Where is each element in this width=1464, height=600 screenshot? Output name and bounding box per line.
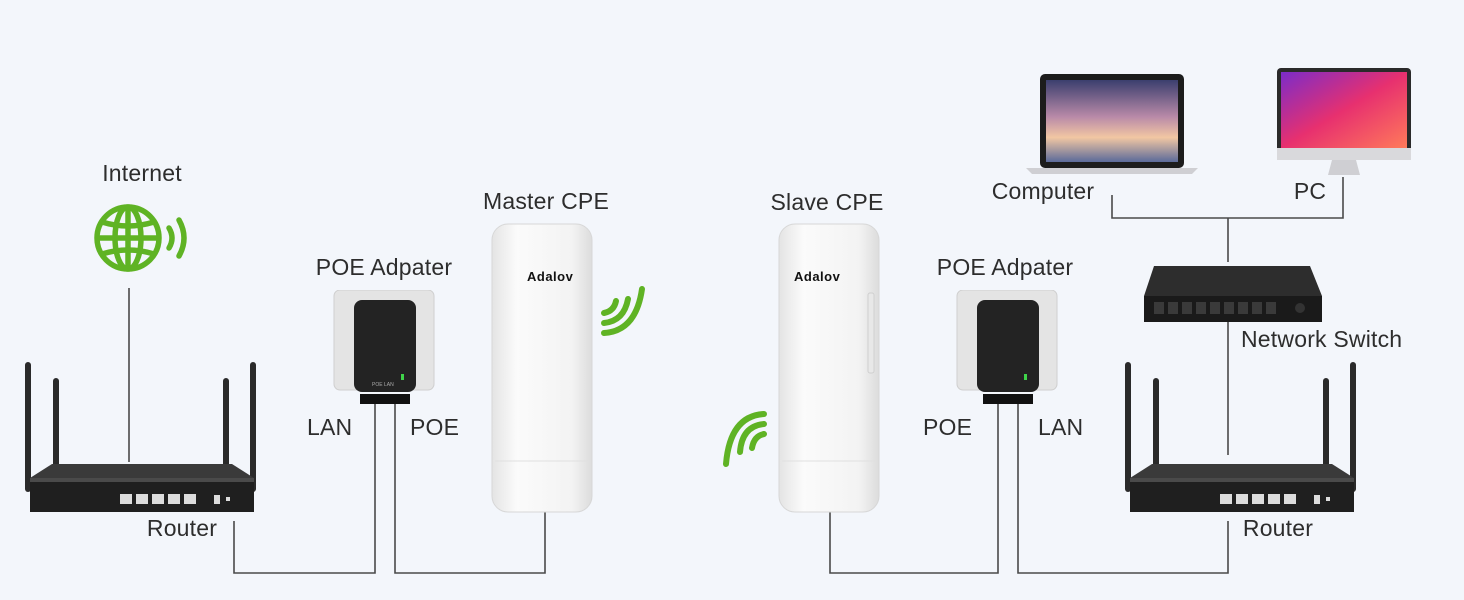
poe-adapter-left: POE LAN [332, 289, 436, 406]
network-switch [1140, 262, 1324, 326]
router-right-label: Router [1242, 515, 1314, 541]
poe-adapter-left-label: POE Adpater [315, 254, 453, 280]
router-right [1122, 360, 1362, 516]
globe-icon [94, 204, 187, 272]
network-switch-label: Network Switch [1241, 326, 1403, 352]
laptop-computer [1024, 72, 1200, 176]
desktop-pc [1276, 67, 1412, 177]
master-cpe-device: Adalov [491, 223, 593, 513]
lan-right-label: LAN [1038, 414, 1084, 440]
slave-cpe-device: Adalov [778, 223, 880, 513]
poe-adapter-right-label: POE Adpater [936, 254, 1074, 280]
svg-text:POE LAN: POE LAN [372, 382, 394, 388]
poe-left-label: POE [410, 414, 460, 440]
slave-cpe-label: Slave CPE [770, 189, 884, 215]
pc-label: PC [1293, 178, 1327, 204]
wifi-signal-icon [723, 411, 767, 467]
lan-left-label: LAN [307, 414, 353, 440]
master-cpe-label: Master CPE [483, 188, 609, 214]
wifi-signal-icon [601, 286, 645, 336]
internet-label: Internet [102, 160, 182, 186]
poe-adapter-right [955, 289, 1059, 406]
router-left [22, 360, 262, 516]
master-brand: Adalov [527, 269, 574, 284]
slave-brand: Adalov [794, 269, 841, 284]
computer-label: Computer [991, 178, 1095, 204]
router-left-label: Router [146, 515, 218, 541]
poe-right-label: POE [923, 414, 973, 440]
